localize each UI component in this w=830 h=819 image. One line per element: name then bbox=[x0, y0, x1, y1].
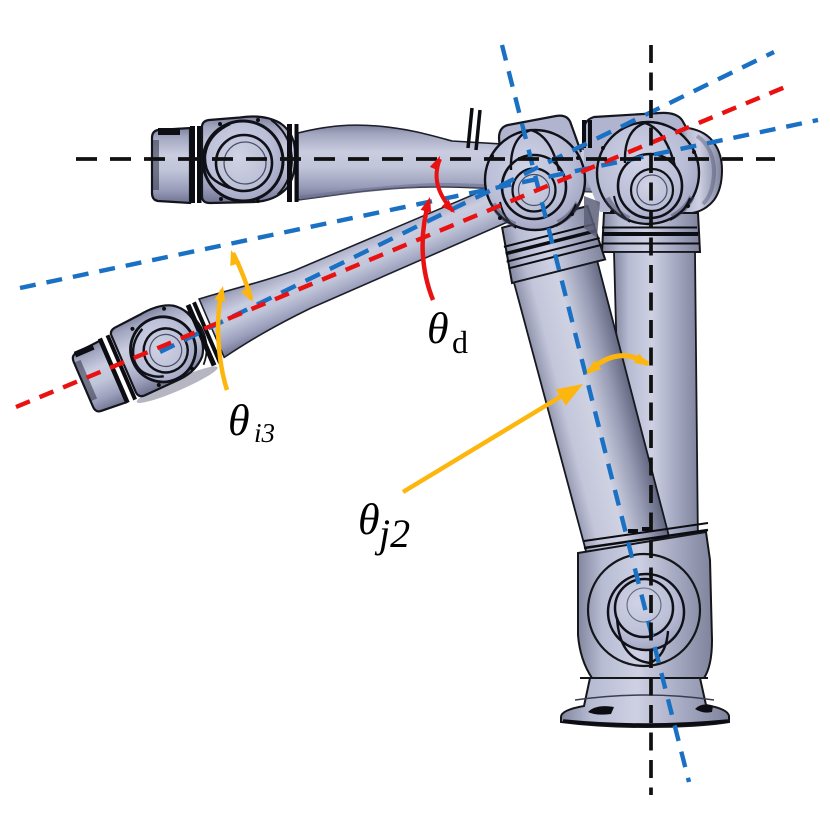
svg-text:θ: θ bbox=[427, 304, 449, 353]
svg-text:θ: θ bbox=[228, 396, 250, 445]
svg-text:j2: j2 bbox=[374, 511, 410, 556]
svg-text:d: d bbox=[452, 324, 468, 360]
svg-text:θ: θ bbox=[358, 495, 380, 544]
svg-text:i3: i3 bbox=[254, 418, 275, 448]
